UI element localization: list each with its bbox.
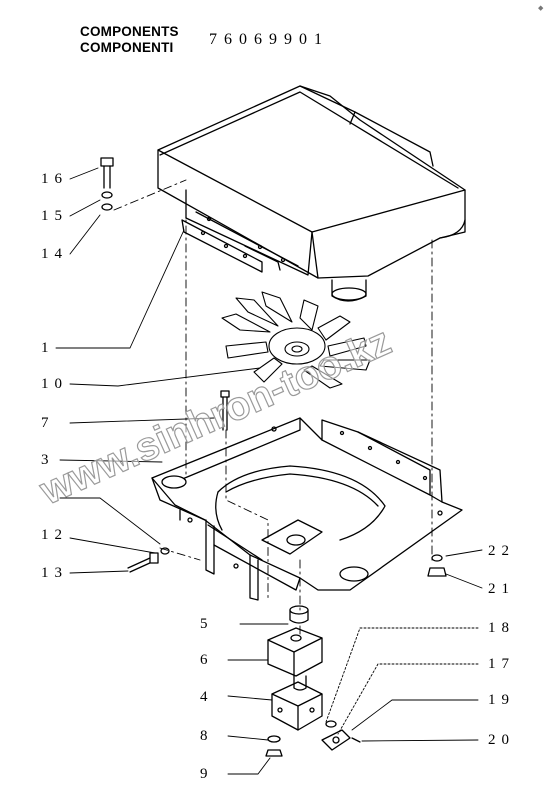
- adapter-block: [267, 627, 323, 677]
- coupling: [289, 605, 309, 624]
- callout-15: 15: [41, 208, 68, 224]
- callout-12: 12: [41, 527, 68, 543]
- callout-16: 16: [41, 171, 68, 187]
- callout-13: 13: [41, 565, 68, 581]
- callout-8: 8: [200, 728, 214, 744]
- callout-6: 6: [200, 652, 214, 668]
- leader-lines: [55, 167, 483, 775]
- bolt-washer-14-15-16: [100, 157, 114, 211]
- fitting-assembly: [321, 720, 361, 751]
- header-titles: COMPONENTS COMPONENTI: [80, 24, 179, 56]
- callout-9: 9: [200, 766, 214, 782]
- washer-nut-8-9: [265, 735, 283, 757]
- fan-shroud-frame: [151, 417, 463, 601]
- assembly-dash-lines: [113, 179, 433, 639]
- title-italian: COMPONENTI: [80, 40, 174, 55]
- callout-22: 22: [488, 543, 515, 559]
- callout-5: 5: [200, 616, 214, 632]
- callout-3: 3: [41, 452, 55, 468]
- callout-4: 4: [200, 689, 214, 705]
- callout-20: 20: [488, 732, 515, 748]
- callout-18: 18: [488, 620, 515, 636]
- callout-7: 7: [41, 415, 55, 431]
- bolt: [220, 390, 230, 431]
- callout-19: 19: [488, 692, 515, 708]
- callout-21: 21: [488, 581, 515, 597]
- hydraulic-motor: [271, 675, 323, 731]
- callout-1: 1: [41, 340, 55, 356]
- title-english: COMPONENTS: [80, 24, 179, 39]
- callout-14: 14: [41, 246, 68, 262]
- callout-17: 17: [488, 656, 515, 672]
- callout-10: 10: [41, 376, 68, 392]
- corner-mark: ◆: [538, 5, 544, 12]
- fan: [221, 291, 371, 389]
- radiator-cover: [157, 85, 466, 302]
- washer-nut-21-22: [427, 554, 447, 577]
- bolt-washer-12-13: [127, 547, 170, 573]
- part-number: 76069901: [209, 31, 329, 48]
